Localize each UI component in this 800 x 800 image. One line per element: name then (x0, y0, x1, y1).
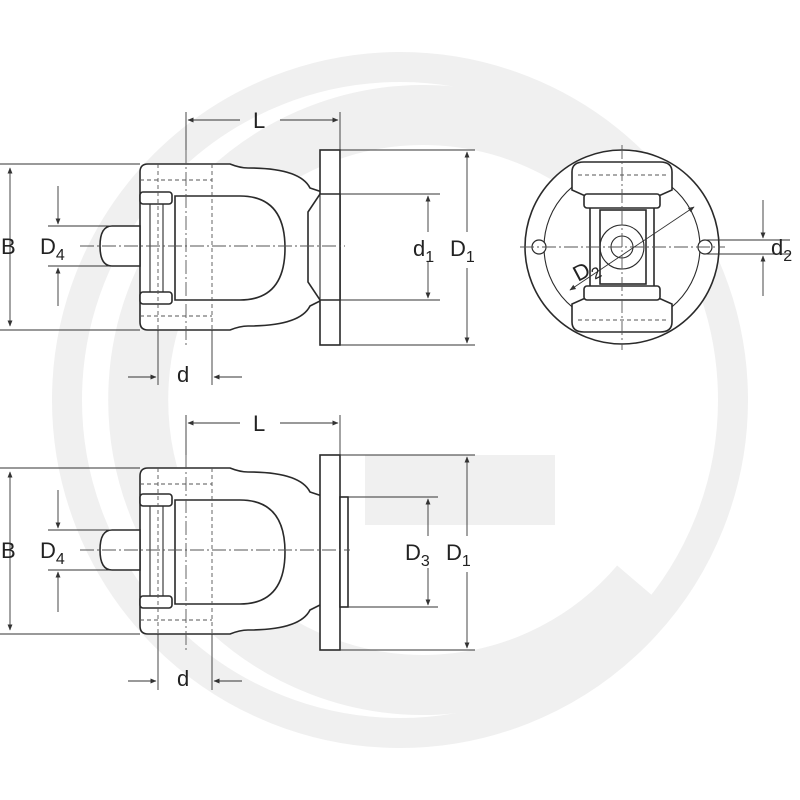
end-label-d2-main: d (771, 235, 783, 260)
bottom-label-d: d (177, 666, 189, 691)
bottom-label-D4-main: D (40, 538, 56, 563)
bottom-label-D1-main: D (446, 540, 462, 565)
top-label-d: d (177, 362, 189, 387)
top-journal-upper (139, 191, 173, 205)
end-view: D2 d2 (520, 145, 792, 350)
bottom-label-D3-main: D (405, 540, 421, 565)
bottom-journal-lower (139, 595, 173, 609)
top-label-D4: D4 (40, 234, 65, 264)
end-label-d2-sub: 2 (783, 248, 792, 265)
bottom-yoke-opening (174, 499, 286, 605)
bottom-journal-upper (139, 493, 173, 507)
bottom-flange-spigot (339, 496, 349, 608)
top-view: L B D4 d d1 D1 (0, 108, 475, 387)
bottom-label-D1-sub: 1 (462, 553, 471, 570)
top-label-D1: D1 (450, 236, 475, 266)
bottom-view: L B D4 d D3 D1 (0, 411, 475, 691)
top-label-D4-sub: 4 (56, 247, 65, 264)
bottom-label-D1: D1 (446, 540, 471, 570)
bottom-label-B: B (1, 538, 16, 563)
top-label-d1-main: d (413, 236, 425, 261)
top-label-d1: d1 (413, 236, 434, 266)
bottom-label-D4-sub: 4 (56, 551, 65, 568)
bottom-label-L: L (253, 411, 265, 436)
bottom-label-D4: D4 (40, 538, 65, 568)
bottom-label-D3: D3 (405, 540, 430, 570)
watermark-logo (52, 52, 748, 748)
top-label-B: B (1, 234, 16, 259)
top-label-d1-sub: 1 (425, 249, 434, 266)
end-label-d2: d2 (771, 235, 792, 265)
bottom-label-D3-sub: 3 (421, 553, 430, 570)
top-label-D1-main: D (450, 236, 466, 261)
top-yoke-opening (174, 195, 286, 301)
top-label-L: L (253, 108, 265, 133)
top-journal-lower (139, 291, 173, 305)
top-flange-cone (307, 193, 341, 301)
top-label-D1-sub: 1 (466, 249, 475, 266)
bottom-flange (319, 454, 341, 651)
top-label-D4-main: D (40, 234, 56, 259)
